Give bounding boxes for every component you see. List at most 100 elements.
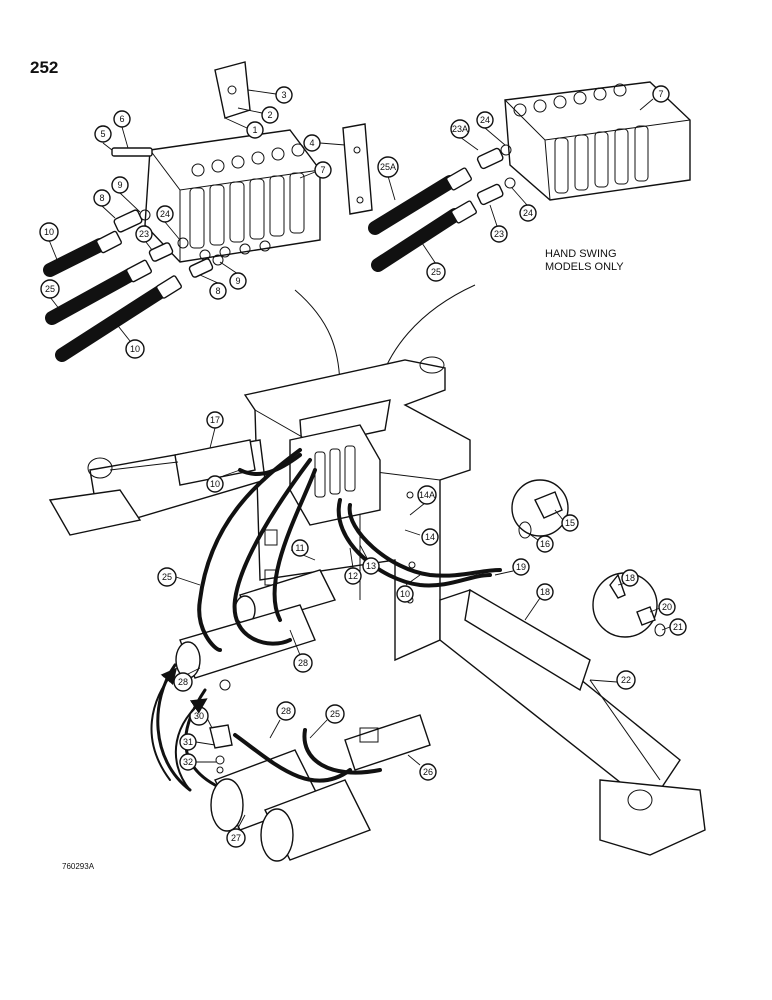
note-line-1: HAND SWING	[545, 248, 617, 260]
figure-id: 760293A	[62, 862, 95, 871]
callout-24-left-label: 24	[160, 209, 170, 219]
callout-14	[421, 528, 439, 546]
callout-14-label: 14	[425, 532, 435, 542]
callout-6-label: 6	[119, 114, 124, 124]
callout-10-a	[39, 222, 59, 242]
callout-25-bottom-label: 25	[330, 709, 340, 719]
callout-20-label: 20	[662, 602, 672, 612]
callout-7-right-label: 7	[658, 89, 663, 99]
callout-11	[291, 539, 309, 557]
cylinder-head-26	[344, 714, 431, 771]
callout-15-label: 15	[565, 518, 575, 528]
callout-7-right	[652, 85, 670, 103]
page-number: 252	[30, 58, 59, 77]
callout-16-label: 16	[540, 539, 550, 549]
mounting-bracket-3	[214, 61, 251, 119]
callout-10-c-label: 10	[210, 479, 220, 489]
callout-28-c-label: 28	[281, 706, 291, 716]
callout-10-d-label: 10	[400, 589, 410, 599]
callout-14a-label: 14A	[419, 490, 435, 500]
callout-2-label: 2	[267, 110, 272, 120]
detail-circle-lower	[592, 572, 666, 638]
hand-swing-note: HAND SWING MODELS ONLY	[545, 248, 665, 274]
callout-9-upper	[111, 176, 129, 194]
callout-27-label: 27	[231, 833, 241, 843]
left-hose-10-lower	[55, 275, 182, 362]
callout-7-left	[314, 161, 332, 179]
callout-23-right-label: 23	[494, 229, 504, 239]
detail-circle-upper	[511, 479, 569, 539]
right-hose-25	[371, 200, 477, 272]
callout-32	[179, 753, 197, 771]
callout-27	[226, 828, 246, 848]
callout-13	[362, 557, 380, 575]
callout-23-left	[135, 225, 153, 243]
callout-31-label: 31	[183, 737, 193, 747]
callout-23a-label: 23A	[452, 124, 468, 134]
callout-24-right-top	[476, 111, 494, 129]
valve-on-tower	[289, 424, 381, 526]
callout-9-upper-label: 9	[117, 180, 122, 190]
left-hose-25	[45, 259, 152, 325]
callout-18-detail	[621, 569, 639, 587]
callout-5	[94, 125, 112, 143]
callout-19	[512, 558, 530, 576]
cylinder-27-left	[210, 749, 321, 832]
callout-4	[303, 134, 321, 152]
callout-10-d	[396, 585, 414, 603]
callout-25-left-label: 25	[45, 284, 55, 294]
callout-1	[246, 121, 264, 139]
callout-26	[419, 763, 437, 781]
callout-26-label: 26	[423, 767, 433, 777]
right-hose-25A	[368, 167, 472, 235]
callout-8-lower-label: 8	[215, 286, 220, 296]
callout-23-left-label: 23	[139, 229, 149, 239]
left-fittings	[113, 209, 224, 278]
swing-cylinder-28-lower	[175, 604, 316, 691]
callout-12-label: 12	[348, 571, 358, 581]
callout-17	[206, 411, 224, 429]
callout-25-bottom	[325, 704, 345, 724]
callout-15	[561, 514, 579, 532]
callout-6	[113, 110, 131, 128]
left-control-valve	[144, 129, 321, 263]
callout-24-right-lower	[519, 204, 537, 222]
callout-3-label: 3	[281, 90, 286, 100]
callout-8-upper-label: 8	[99, 193, 104, 203]
stabilizer-cylinder-18	[464, 588, 661, 781]
flow-arrow-left	[150, 667, 178, 781]
cylinder-27-right	[260, 779, 371, 862]
callout-10-c	[206, 475, 224, 493]
callout-10-b	[125, 339, 145, 359]
callouts: 1 2 3 4 5 6 7 7 8 8	[39, 85, 687, 848]
callout-28-a	[293, 653, 313, 673]
callout-2	[261, 106, 279, 124]
callout-3	[275, 86, 293, 104]
callout-32-label: 32	[183, 757, 193, 767]
callout-10-a-label: 10	[44, 227, 54, 237]
callout-12	[344, 567, 362, 585]
callout-21-label: 21	[673, 622, 683, 632]
callout-9-lower-label: 9	[235, 276, 240, 286]
callout-30-label: 30	[194, 711, 204, 721]
callout-28-b-label: 28	[178, 677, 188, 687]
callout-7-left-label: 7	[320, 165, 325, 175]
callout-22-label: 22	[621, 675, 631, 685]
callout-25-middle-label: 25	[162, 572, 172, 582]
callout-18-cylinder	[536, 583, 554, 601]
swing-cylinder-17	[109, 439, 256, 486]
right-fittings	[476, 144, 516, 206]
note-line-2: MODELS ONLY	[545, 261, 624, 273]
callout-11-label: 11	[295, 543, 304, 553]
right-control-valve	[504, 81, 691, 201]
callout-24-right-top-label: 24	[480, 115, 490, 125]
callout-28-c	[276, 701, 296, 721]
callout-13-label: 13	[366, 561, 376, 571]
elbow-fitting-30-31-32	[209, 724, 233, 774]
callout-23a	[450, 119, 470, 139]
callout-25a	[377, 156, 399, 178]
callout-10-b-label: 10	[130, 344, 140, 354]
callout-18-detail-label: 18	[625, 573, 635, 583]
callout-24-right-lower-label: 24	[523, 208, 533, 218]
